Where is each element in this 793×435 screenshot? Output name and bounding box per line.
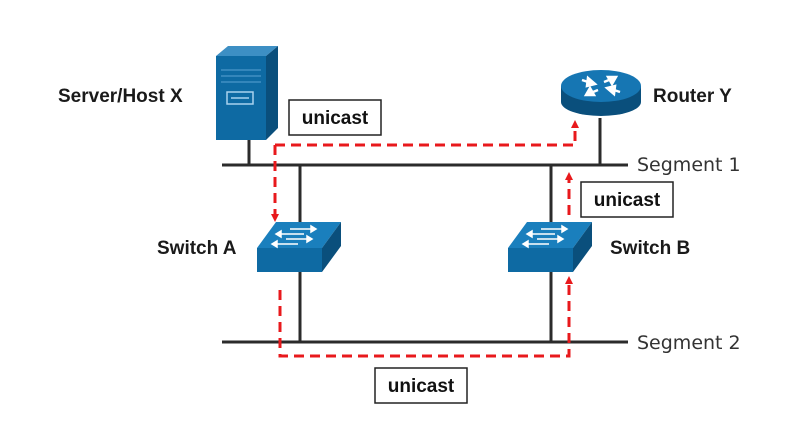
server-label: Server/Host X xyxy=(58,86,183,107)
switch-a-label: Switch A xyxy=(157,238,237,259)
router-icon xyxy=(561,70,641,116)
unicast-box-1: unicast xyxy=(288,99,382,136)
switch-b-label: Switch B xyxy=(610,238,690,259)
router-label: Router Y xyxy=(653,86,732,107)
switch-b-icon xyxy=(508,222,592,272)
unicast-label-1: unicast xyxy=(302,108,369,129)
unicast-label-2: unicast xyxy=(594,190,661,211)
unicast-box-3: unicast xyxy=(374,367,468,404)
segment-2-label: Segment 2 xyxy=(637,332,741,354)
unicast-label-3: unicast xyxy=(388,376,455,397)
unicast-path-switch-a-to-switch-b xyxy=(278,276,573,358)
unicast-path-server-to-router xyxy=(275,120,579,147)
server-icon xyxy=(216,46,278,140)
switch-a-icon xyxy=(257,222,341,272)
unicast-box-2: unicast xyxy=(580,181,674,218)
segment-1-label: Segment 1 xyxy=(637,154,741,176)
